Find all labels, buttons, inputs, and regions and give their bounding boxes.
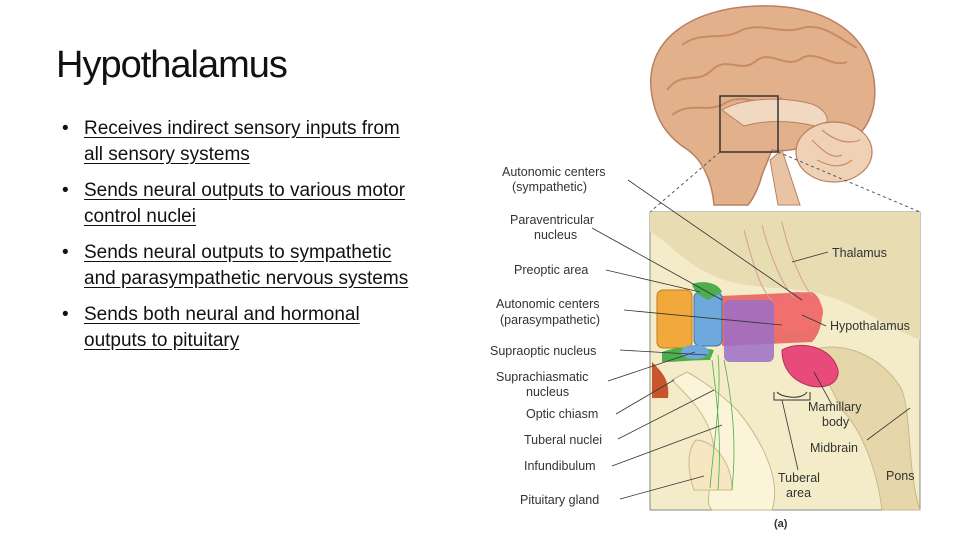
mamillary-body-shape — [781, 344, 839, 388]
brain-sagittal-illustration — [649, 5, 921, 213]
hypothalamus-diagram: Autonomic centers (sympathetic) Paravent… — [482, 0, 960, 540]
bullet-item: • Receives indirect sensory inputs from a… — [60, 116, 420, 168]
label-preoptic-area: Preoptic area — [514, 263, 588, 277]
bullet-list: • Receives indirect sensory inputs from a… — [60, 116, 420, 364]
label-midbrain: Midbrain — [810, 441, 858, 455]
enlarged-hypothalamus-panel — [649, 211, 921, 511]
pituitary-stalk-shape — [671, 371, 776, 511]
label-pituitary-gland: Pituitary gland — [520, 493, 599, 507]
bullet-text: Sends both neural and hormonal outputs t… — [84, 304, 360, 351]
label-pons: Pons — [886, 469, 915, 483]
label-suprachiasmatic-1: Suprachiasmatic — [496, 370, 588, 384]
label-autonomic-sympathetic-1: Autonomic centers — [502, 165, 606, 179]
label-thalamus: Thalamus — [832, 246, 887, 260]
zoom-box — [719, 95, 779, 153]
bullet-text: Sends neural outputs to various motor co… — [84, 180, 406, 227]
label-tuberal-nuclei: Tuberal nuclei — [524, 433, 602, 447]
label-autonomic-parasympathetic-2: (parasympathetic) — [500, 313, 600, 327]
label-tuberal-area-2: area — [786, 486, 811, 500]
bullet-dot-icon: • — [62, 180, 69, 201]
label-mamillary-1: Mamillary — [808, 400, 862, 414]
bullet-item: • Sends both neural and hormonal outputs … — [60, 302, 420, 354]
slide-title: Hypothalamus — [56, 44, 288, 86]
label-suprachiasmatic-2: nucleus — [526, 385, 569, 399]
bullet-dot-icon: • — [62, 304, 69, 325]
label-autonomic-parasympathetic-1: Autonomic centers — [496, 297, 600, 311]
label-optic-chiasm: Optic chiasm — [526, 407, 598, 421]
bullet-text: Sends neural outputs to sympathetic and … — [84, 242, 409, 289]
label-paraventricular-2: nucleus — [534, 228, 577, 242]
cerebellum-shape — [795, 121, 873, 183]
label-tuberal-area-1: Tuberal — [778, 471, 820, 485]
label-autonomic-sympathetic-2: (sympathetic) — [512, 180, 587, 194]
brainstem-shape — [769, 149, 801, 206]
thalamus-region — [650, 212, 920, 340]
bullet-text: Receives indirect sensory inputs from al… — [84, 118, 400, 165]
label-mamillary-2: body — [822, 415, 850, 429]
bullet-item: • Sends neural outputs to various motor c… — [60, 178, 420, 230]
paraventricular-shape — [724, 300, 774, 362]
preoptic-area-shape — [656, 289, 693, 349]
optic-chiasm-shape — [652, 362, 669, 398]
label-paraventricular-1: Paraventricular — [510, 213, 594, 227]
bullet-dot-icon: • — [62, 118, 69, 139]
label-hypothalamus: Hypothalamus — [830, 319, 910, 333]
label-supraoptic-nucleus: Supraoptic nucleus — [490, 344, 596, 358]
bullet-dot-icon: • — [62, 242, 69, 263]
label-infundibulum: Infundibulum — [524, 459, 596, 473]
leader-lines — [591, 179, 911, 500]
label-panel-a: (a) — [774, 518, 788, 530]
bullet-item: • Sends neural outputs to sympathetic and… — [60, 240, 420, 292]
midbrain-pons-region — [811, 346, 921, 511]
